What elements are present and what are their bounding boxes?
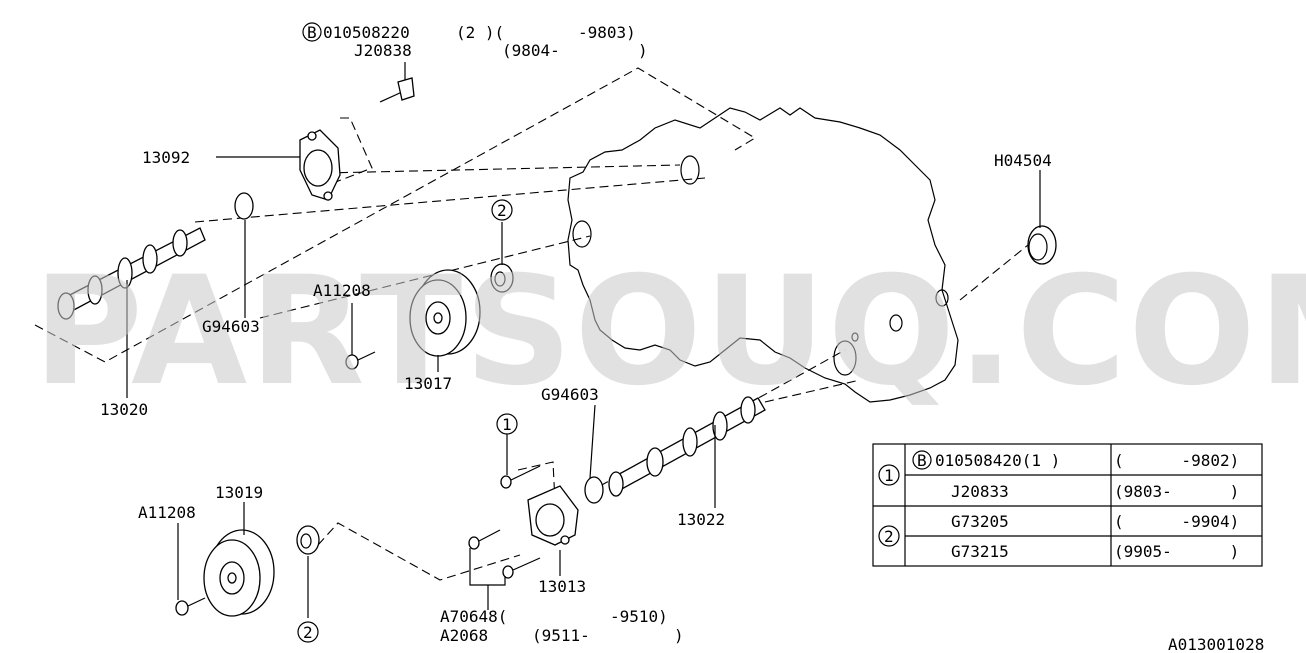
label-bolt-upper: A11208 [313,281,371,300]
table-range-4[interactable]: (9905- ) [1114,542,1239,561]
label-bolt-lower: A11208 [138,503,196,522]
label-pulley-upper: 13017 [404,374,452,393]
seal-upper[interactable] [490,263,514,293]
o-ring-upper[interactable] [234,192,254,220]
bolts-lower[interactable] [468,465,541,579]
table-part-3[interactable]: G73205 [951,512,1009,531]
label-bolt-group2: A2068 [440,626,488,645]
table-part-4[interactable]: G73215 [951,542,1009,561]
leader-lines [126,62,1041,618]
ref-2-lower: 2 [303,623,313,642]
label-oil-seal: H04504 [994,151,1052,170]
pulley-lower[interactable] [203,529,275,617]
ref-2-upper-circle [491,199,513,221]
table-row[interactable]: 010508420(1 ) ( -9802) [935,451,1239,470]
table-ref-1-circle [878,464,900,486]
ref-1: 1 [502,415,512,434]
camshaft-lower[interactable] [608,396,766,497]
table-range-1[interactable]: ( -9802) [1114,451,1239,470]
label-pulley-lower: 13019 [215,483,263,502]
label-top-bolt-qty: (2 )( [456,23,504,42]
label-o-ring-lower: G94603 [541,385,599,404]
bolt-top[interactable] [379,77,415,103]
label-bolt-group1-range: -9510) [610,607,668,626]
table-b-symbol-circle [912,450,932,470]
dashed-guides [34,67,1029,581]
table-range-2[interactable]: (9803- ) [1114,482,1239,501]
oil-seal[interactable] [1027,225,1057,265]
label-cover-lower: 13013 [538,577,586,596]
label-bolt-group2-range: (9511- [532,626,590,645]
table-ref-2: 2 [884,527,894,546]
table-row[interactable]: G73215 (9905- ) [951,542,1239,561]
ref-1-circle [496,413,518,435]
label-top-bolt-alt: J20838 [354,41,412,60]
table-ref-2-circle [878,525,900,547]
table-row[interactable]: G73205 ( -9904) [951,512,1239,531]
label-o-ring-upper: G94603 [202,317,260,336]
watermark: PARTSOUQ.COM [33,245,1306,419]
label-top-bolt-code: 010508220 [323,23,410,42]
o-ring-lower[interactable] [584,476,604,504]
bolt-upper[interactable] [345,351,376,370]
camshaft-upper[interactable] [57,227,206,320]
label-bolt-group2-close: ) [674,626,684,645]
table-row[interactable]: J20833 (9803- ) [951,482,1239,501]
sprocket-cover-upper[interactable] [299,129,341,201]
label-top-bolt-range2: (9804- [502,41,560,60]
table-range-3[interactable]: ( -9904) [1114,512,1239,531]
diagram-id: A013001028 [1168,635,1264,653]
label-bolt-group1: A70648( [440,607,507,626]
pulley-upper[interactable] [409,269,481,357]
b-symbol-top [302,22,322,42]
label-sprocket-cover: 13092 [142,148,190,167]
seal-lower[interactable] [296,525,320,555]
table-b-symbol: B [917,451,927,470]
label-camshaft-upper: 13020 [100,400,148,419]
label-top-bolt-range2-close: ) [638,41,648,60]
table-part-2[interactable]: J20833 [951,482,1009,501]
label-camshaft-lower: 13022 [677,510,725,529]
table-part-1[interactable]: 010508420(1 ) [935,451,1060,470]
ref-2-upper: 2 [497,201,507,220]
b-symbol-top-text: B [307,23,317,42]
ref-2-lower-circle [297,621,319,643]
label-top-bolt-range1: -9803) [578,23,636,42]
cover-lower[interactable] [527,485,579,546]
callout-labels: B 010508220 (2 )( -9803) J20838 (9804- )… [100,22,1264,653]
bolt-lower[interactable] [175,597,206,616]
table-ref-1: 1 [884,466,894,485]
engine-block [567,107,959,403]
reference-table: 1 2 B 010508420(1 ) ( -9802) J20833 (980… [872,443,1263,567]
